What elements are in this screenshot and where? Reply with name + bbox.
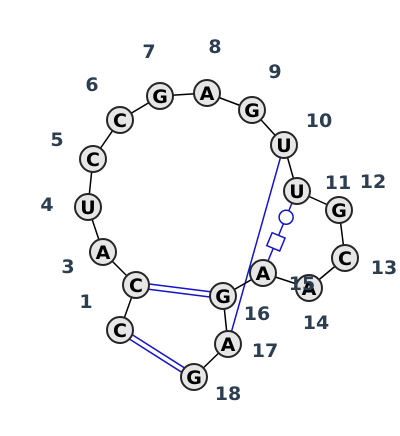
nucleotide-circle [325, 196, 353, 224]
base-pair-stroke [135, 286, 223, 300]
nucleotide-circle [122, 271, 150, 299]
position-label-16: 16 [244, 303, 270, 325]
nucleotide-circle [79, 145, 107, 173]
nucleotide-circle [283, 177, 311, 205]
nucleotide-circle [209, 282, 237, 310]
base-pair-stroke [262, 190, 298, 274]
position-label-17: 17 [252, 340, 278, 362]
nucleotide-base: U [276, 135, 291, 157]
nucleotide-circle [180, 363, 208, 391]
nucleotide-2: C [122, 271, 150, 299]
nucleotide-circle [214, 330, 242, 358]
nucleotide-circle [89, 238, 117, 266]
position-label-5: 5 [50, 129, 63, 151]
nucleotide-circle [146, 82, 174, 110]
position-label-14: 14 [303, 312, 329, 334]
base-pair-11-15 [262, 190, 298, 274]
nucleotide-circle [295, 274, 323, 302]
nucleotide-circle [106, 316, 134, 344]
wc-edge-circle-icon [278, 209, 294, 225]
position-label-15: 15 [289, 273, 315, 295]
position-labels-layer: 13 4 5 6 7 8 9 10 11 12 13 14 15 16 17 18 [40, 36, 397, 405]
base-pair-2-16 [135, 281, 224, 300]
nucleotide-4: U [74, 193, 102, 221]
nucleotide-circle [193, 79, 221, 107]
position-label-13: 13 [371, 257, 397, 279]
nucleotide-base: U [289, 181, 304, 203]
nucleotide-base: A [221, 334, 236, 356]
base-pair-stroke [118, 331, 194, 380]
base-pair-10-17 [227, 144, 285, 345]
nucleotide-circle [74, 193, 102, 221]
position-label-4: 4 [40, 194, 53, 216]
nucleotide-circle [331, 244, 359, 272]
nucleotide-17: A [214, 330, 242, 358]
nucleotide-18: G [180, 363, 208, 391]
nucleotide-11: U [283, 177, 311, 205]
nucleotide-base: G [215, 286, 231, 308]
nucleotide-5: C [79, 145, 107, 173]
nucleotide-circle [106, 106, 134, 134]
position-label-9: 9 [268, 61, 281, 83]
position-label-6: 6 [85, 74, 98, 96]
position-label-18: 18 [215, 383, 241, 405]
nucleotide-circle [270, 131, 298, 159]
nucleotide-base: A [302, 278, 317, 300]
nucleotide-15: A [249, 259, 277, 287]
position-label-1: 1 [79, 291, 92, 313]
nucleotide-base: C [86, 149, 100, 171]
nucleotide-16: G [209, 282, 237, 310]
nucleotide-base: C [113, 110, 127, 132]
nucleotide-3: A [89, 238, 117, 266]
nucleotide-6: C [106, 106, 134, 134]
nucleotide-base: A [256, 263, 271, 285]
nucleotide-base: G [186, 367, 202, 389]
base-pair-stroke [120, 327, 196, 376]
nucleotide-base: G [244, 100, 260, 122]
position-label-8: 8 [208, 36, 221, 58]
nucleotide-base: A [96, 242, 111, 264]
base-pair-stroke [227, 144, 285, 345]
nucleotide-1: C [106, 316, 134, 344]
position-label-7: 7 [142, 41, 155, 63]
nucleotide-8: A [193, 79, 221, 107]
nucleotide-circle [249, 259, 277, 287]
position-label-11: 11 [325, 172, 351, 194]
nucleotide-base: G [331, 200, 347, 222]
base-pair-stroke [136, 281, 224, 295]
nucleotide-base: A [200, 83, 215, 105]
nucleotide-base: C [113, 320, 127, 342]
nucleotide-base: G [152, 86, 168, 108]
position-label-10: 10 [306, 110, 332, 132]
hoogsteen-edge-square-icon [265, 231, 287, 252]
nucleotide-base: C [129, 275, 143, 297]
nucleotide-10: U [270, 131, 298, 159]
nucleotide-7: G [146, 82, 174, 110]
nucleotide-9: G [238, 96, 266, 124]
base-pair-1-18 [118, 327, 196, 380]
nucleotide-circle [238, 96, 266, 124]
nucleotide-13: C [331, 244, 359, 272]
nucleotide-12: G [325, 196, 353, 224]
nucleotide-base: C [338, 248, 352, 270]
position-label-3: 3 [61, 256, 74, 278]
base-pairs-layer [118, 144, 298, 380]
nucleotide-base: U [80, 197, 95, 219]
nucleotide-14: A [295, 274, 323, 302]
position-label-12: 12 [360, 171, 386, 193]
